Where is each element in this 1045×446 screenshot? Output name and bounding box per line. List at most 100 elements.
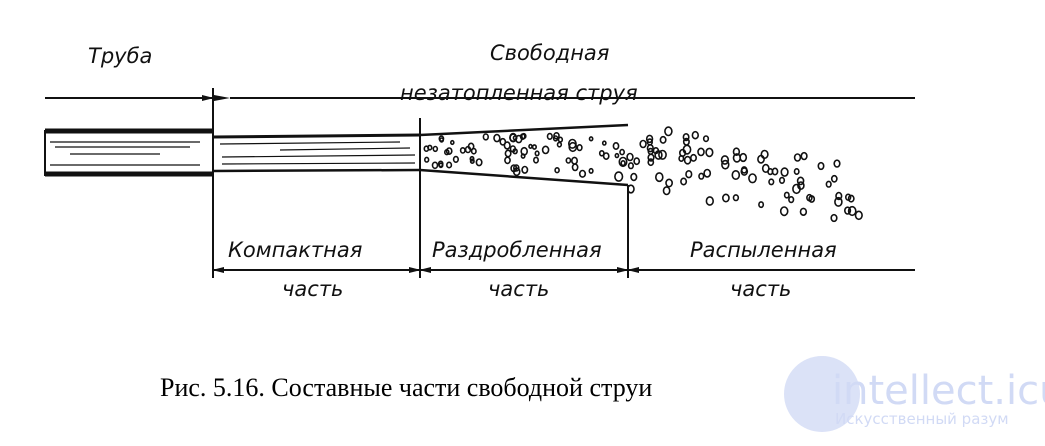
compact-sub-label: часть xyxy=(282,277,343,301)
droplet xyxy=(732,153,742,163)
droplet xyxy=(646,144,654,153)
droplet xyxy=(665,178,673,188)
droplet xyxy=(475,158,483,167)
droplet xyxy=(438,162,444,169)
droplet xyxy=(602,152,610,160)
droplet xyxy=(424,156,430,163)
droplet xyxy=(799,207,808,217)
droplet xyxy=(854,210,863,221)
droplet xyxy=(654,172,664,183)
droplet xyxy=(847,194,855,203)
droplet xyxy=(446,161,453,169)
droplet xyxy=(626,152,634,162)
droplet xyxy=(702,135,710,143)
droplet xyxy=(520,146,529,156)
droplet xyxy=(721,159,730,170)
droplet xyxy=(705,196,714,206)
droplet xyxy=(830,213,838,223)
droplet xyxy=(844,193,852,201)
droplet xyxy=(761,163,770,173)
droplet xyxy=(682,133,690,142)
droplet xyxy=(504,156,511,165)
droplet xyxy=(748,173,757,184)
droplet xyxy=(768,178,775,186)
droplet xyxy=(504,149,512,158)
droplet xyxy=(528,143,533,149)
droplet xyxy=(423,145,430,152)
droplet xyxy=(740,167,749,176)
droplet xyxy=(556,141,563,148)
droplet xyxy=(834,196,843,207)
droplets xyxy=(423,126,863,223)
compact-jet xyxy=(212,133,421,173)
droplet xyxy=(645,134,654,144)
fragmented-sub-label: часть xyxy=(488,277,549,301)
droplet xyxy=(817,161,825,171)
droplet xyxy=(793,153,802,162)
droplet xyxy=(633,157,641,166)
droplet xyxy=(732,194,740,202)
fragmented-jet xyxy=(419,123,629,187)
droplet xyxy=(619,148,625,156)
droplet xyxy=(689,153,697,162)
droplet xyxy=(662,186,671,196)
droplet xyxy=(757,154,765,164)
droplet xyxy=(691,130,699,140)
compact-label: Компактная xyxy=(228,238,362,262)
droplet xyxy=(445,147,453,155)
droplet xyxy=(614,171,624,182)
droplet xyxy=(452,155,460,163)
watermark-title: intellect.icu xyxy=(832,368,1045,414)
free-jet-label-2: незатопленная струя xyxy=(400,81,638,105)
droplet xyxy=(647,158,655,167)
droplet xyxy=(439,137,445,143)
droplet xyxy=(783,191,790,199)
droplet xyxy=(482,133,489,141)
droplet xyxy=(552,135,559,142)
droplet xyxy=(578,169,587,178)
droplet xyxy=(571,163,579,172)
droplet xyxy=(800,151,808,161)
droplet xyxy=(698,172,705,180)
droplet xyxy=(652,147,660,155)
droplet xyxy=(601,140,607,146)
droplet xyxy=(469,158,475,164)
watermark-subtitle: Искусственный разум xyxy=(835,410,1009,428)
droplet xyxy=(443,149,450,156)
droplet xyxy=(722,193,730,203)
figure-caption: Рис. 5.16. Составные части свободной стр… xyxy=(160,373,652,402)
droplet xyxy=(554,167,560,174)
droplet xyxy=(682,137,690,146)
watermark-logo-icon xyxy=(784,356,860,432)
droplet xyxy=(588,167,594,174)
droplet xyxy=(680,177,688,186)
droplet xyxy=(778,176,786,184)
droplet xyxy=(499,137,507,146)
droplet xyxy=(682,144,692,155)
droplet xyxy=(697,147,705,157)
droplet xyxy=(732,147,741,156)
droplet xyxy=(503,141,511,150)
droplet xyxy=(614,152,620,159)
droplet xyxy=(557,136,564,143)
droplet xyxy=(793,168,800,176)
droplet xyxy=(664,126,673,137)
droplet xyxy=(509,145,517,153)
droplet xyxy=(788,196,795,204)
droplet xyxy=(825,180,832,188)
droplet xyxy=(647,153,655,162)
droplet xyxy=(847,205,857,217)
droplet xyxy=(546,132,553,140)
droplet xyxy=(833,159,841,168)
droplet xyxy=(627,162,635,170)
droplet xyxy=(541,145,550,155)
droplet xyxy=(532,156,539,164)
pipe-label: Труба xyxy=(88,44,152,68)
droplet xyxy=(771,167,779,176)
droplet xyxy=(779,206,789,217)
droplet xyxy=(467,142,475,151)
droplet xyxy=(630,172,638,182)
droplet xyxy=(588,136,594,142)
droplet xyxy=(565,157,572,164)
